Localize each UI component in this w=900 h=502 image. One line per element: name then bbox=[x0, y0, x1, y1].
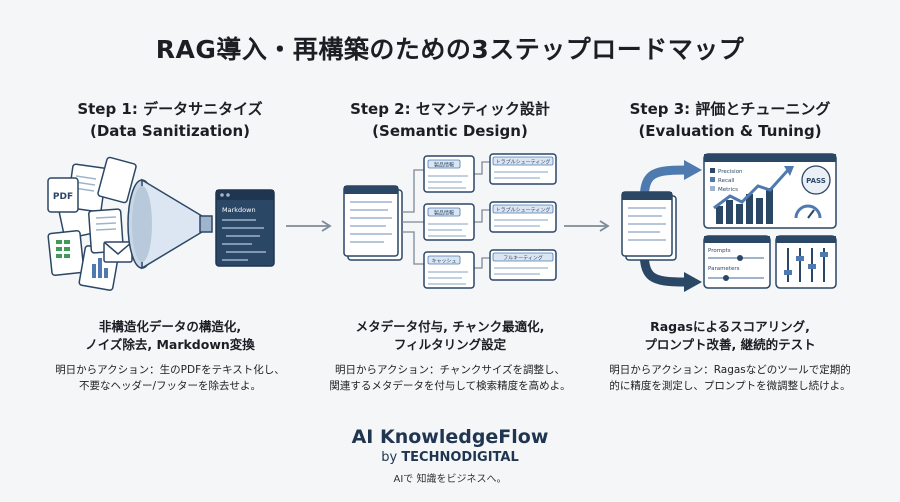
gauge-icon bbox=[794, 204, 822, 219]
page-title: RAG導入・再構築のための3ステップロードマップ bbox=[155, 35, 745, 64]
step-3: Step 3: 評価とチューニング (Evaluation & Tuning) bbox=[590, 98, 870, 392]
step-3-description-line: プロンプト改善, 継続的テスト bbox=[644, 337, 816, 352]
company-name: TECHNODIGITAL bbox=[401, 450, 519, 465]
step-1-subtitle: (Data Sanitization) bbox=[89, 122, 250, 140]
envelope-icon bbox=[103, 241, 133, 263]
svg-text:Metrics: Metrics bbox=[718, 187, 738, 193]
svg-text:製品情報: 製品情報 bbox=[434, 210, 454, 217]
step-3-action-line: 明日からアクション：Ragasなどのツールで定期的 bbox=[609, 364, 851, 376]
markdown-document-icon: Markdown bbox=[215, 189, 275, 267]
step-2-action-line: 明日からアクション：チャンクサイズを調整し、 bbox=[334, 364, 566, 376]
funnel-icon bbox=[127, 178, 213, 270]
svg-text:トラブルシューティング: トラブルシューティング bbox=[496, 207, 551, 214]
scattered-documents-icon bbox=[47, 156, 137, 291]
brand-name: AI KnowledgeFlow bbox=[351, 426, 549, 448]
byline-by: by bbox=[381, 450, 398, 465]
step-3-action-line: 的に精度を測定し、プロンプトを微調整し続けよ。 bbox=[609, 380, 851, 392]
document-stack-icon bbox=[343, 185, 403, 261]
step-1-description-line: ノイズ除去, Markdown変換 bbox=[85, 337, 255, 352]
step-3-title: Step 3: 評価とチューニング bbox=[629, 100, 831, 118]
chunk-card-bottom: キャッシュ bbox=[423, 251, 475, 289]
step-2: Step 2: セマンティック設計 (Semantic Design) bbox=[310, 98, 590, 392]
chunk-card-middle: 製品情報 bbox=[423, 203, 475, 241]
step-1: Step 1: データサニタイズ (Data Sanitization) bbox=[30, 98, 310, 392]
step-2-action: 明日からアクション：チャンクサイズを調整し、 関連するメタデータを付与して検索精… bbox=[310, 362, 590, 394]
prompts-panel-icon: Prompts Parameters bbox=[703, 235, 771, 289]
step-2-description: メタデータ付与, チャンク最適化, フィルタリング設定 bbox=[310, 318, 590, 354]
chunk-card-top: 製品情報 bbox=[423, 155, 475, 193]
step-1-illustration: PDF Markdown bbox=[47, 156, 275, 291]
svg-text:PDF: PDF bbox=[53, 192, 73, 202]
svg-text:Markdown: Markdown bbox=[222, 206, 256, 214]
step-2-description-line: メタデータ付与, チャンク最適化, bbox=[355, 319, 545, 334]
step-2-title: Step 2: セマンティック設計 bbox=[350, 100, 550, 118]
output-card-1: トラブルシューティング bbox=[489, 153, 557, 185]
svg-text:Recall: Recall bbox=[718, 178, 735, 184]
step-1-title: Step 1: データサニタイズ bbox=[77, 100, 263, 118]
step-3-subtitle: (Evaluation & Tuning) bbox=[638, 122, 822, 140]
svg-text:トラブルシューティング: トラブルシューティング bbox=[496, 159, 551, 166]
step-1-description: 非構造化データの構造化, ノイズ除去, Markdown変換 bbox=[30, 318, 310, 354]
step-1-action-line: 明日からアクション：生のPDFをテキスト化し、 bbox=[55, 364, 285, 376]
pass-badge-icon: PASS bbox=[801, 165, 831, 195]
svg-text:製品情報: 製品情報 bbox=[434, 162, 454, 169]
document-stack-icon bbox=[621, 191, 677, 261]
step-1-action: 明日からアクション：生のPDFをテキスト化し、 不要なヘッダー/フッターを除去せ… bbox=[30, 362, 310, 394]
step-3-description: Ragasによるスコアリング, プロンプト改善, 継続的テスト bbox=[590, 318, 870, 354]
svg-text:フルキーティング: フルキーティング bbox=[503, 255, 543, 262]
connector-lines-icon bbox=[402, 161, 490, 269]
step-2-description-line: フィルタリング設定 bbox=[393, 337, 507, 352]
sliders-panel-icon bbox=[775, 235, 837, 289]
step-2-illustration: 製品情報 製品情報 キャッシュ トラブルシューティング トラブルシューティング bbox=[343, 153, 557, 289]
arrow-right-icon bbox=[564, 220, 610, 232]
brand-tagline: AIで 知識をビジネスへ。 bbox=[393, 474, 507, 485]
step-1-description-line: 非構造化データの構造化, bbox=[98, 319, 242, 334]
step-2-subtitle: (Semantic Design) bbox=[372, 122, 528, 140]
output-card-3: フルキーティング bbox=[489, 249, 557, 281]
step-3-action: 明日からアクション：Ragasなどのツールで定期的 的に精度を測定し、プロンプト… bbox=[590, 362, 870, 394]
svg-text:Prompts: Prompts bbox=[708, 248, 731, 254]
svg-text:キャッシュ: キャッシュ bbox=[431, 259, 456, 265]
step-3-illustration: Precision Recall Metrics PASS Prompts bbox=[621, 153, 837, 292]
step-3-description-line: Ragasによるスコアリング, bbox=[650, 319, 810, 334]
step-2-action-line: 関連するメタデータを付与して検索精度を高めよ。 bbox=[329, 380, 571, 392]
output-card-2: トラブルシューティング bbox=[489, 201, 557, 233]
svg-text:Precision: Precision bbox=[718, 169, 743, 175]
pdf-icon: PDF bbox=[47, 177, 79, 213]
svg-text:Parameters: Parameters bbox=[708, 266, 740, 272]
svg-text:PASS: PASS bbox=[806, 177, 826, 185]
dashboard-panel-icon: Precision Recall Metrics bbox=[703, 153, 837, 229]
brand-byline: by TECHNODIGITAL bbox=[0, 450, 900, 465]
step-1-action-line: 不要なヘッダー/フッターを除去せよ。 bbox=[78, 380, 262, 392]
arrow-right-icon bbox=[286, 220, 332, 232]
